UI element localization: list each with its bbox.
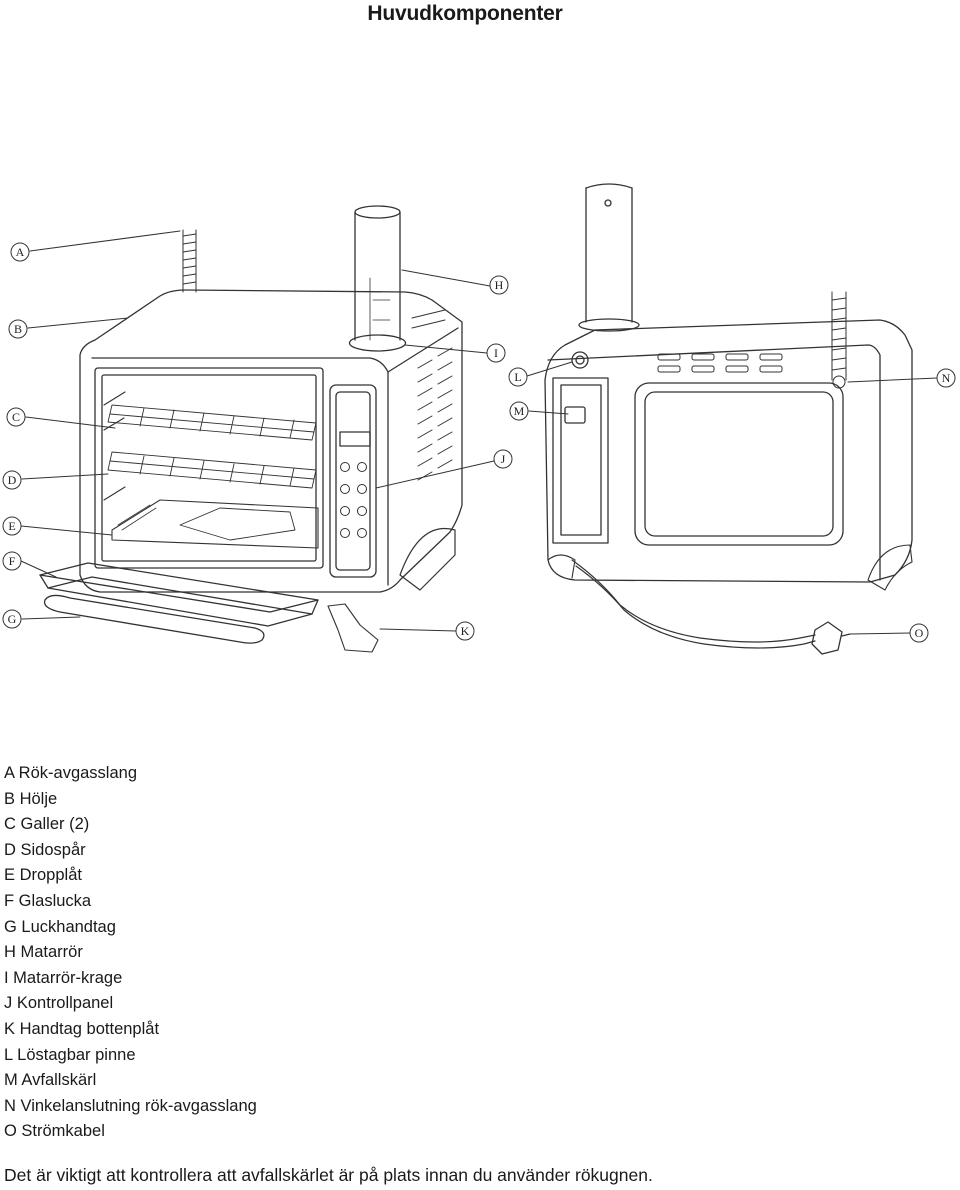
feed-tube-back bbox=[578, 183, 640, 332]
legend-item: F Glaslucka bbox=[4, 891, 92, 910]
legend-item: I Matarrör-krage bbox=[4, 968, 123, 987]
back-housing bbox=[544, 319, 913, 583]
callout-n: N bbox=[847, 368, 956, 388]
svg-text:L: L bbox=[514, 370, 521, 384]
legend-item: M Avfallskärl bbox=[4, 1071, 97, 1090]
power-cable bbox=[571, 559, 851, 655]
exhaust-hose bbox=[182, 229, 197, 293]
legend-item: H Matarrör bbox=[4, 943, 83, 962]
svg-text:K: K bbox=[461, 624, 470, 638]
legend-item: A Rök-avgasslang bbox=[4, 764, 137, 782]
legend-item: N Vinkelanslutning rök-avgasslang bbox=[4, 1096, 257, 1115]
control-panel bbox=[329, 384, 377, 578]
footer-note: Det är viktigt att kontrollera att avfal… bbox=[4, 1165, 653, 1185]
svg-text:M: M bbox=[514, 404, 525, 418]
side-vents bbox=[411, 309, 453, 481]
svg-text:G: G bbox=[8, 612, 17, 626]
waste-bin bbox=[552, 377, 609, 544]
drip-tray bbox=[111, 499, 319, 549]
callout-j: J bbox=[375, 449, 513, 489]
bottom-plate-handle bbox=[327, 603, 379, 653]
callout-c: C bbox=[6, 407, 116, 429]
legend-item: C Galler (2) bbox=[4, 815, 90, 834]
legend-item: K Handtag bottenplåt bbox=[4, 1019, 160, 1038]
smoker-oven-diagram: A B C D E F G H I J K L M N O bbox=[2, 183, 956, 655]
door-handle bbox=[43, 594, 265, 644]
legend-item: E Dropplåt bbox=[4, 866, 82, 885]
callout-g: G bbox=[2, 609, 81, 629]
legend-item: O Strömkabel bbox=[4, 1122, 105, 1141]
callout-l: L bbox=[508, 361, 573, 387]
svg-text:B: B bbox=[14, 322, 22, 336]
callout-b: B bbox=[8, 317, 129, 339]
front-view bbox=[39, 205, 463, 653]
callout-a: A bbox=[10, 230, 181, 262]
svg-text:H: H bbox=[495, 278, 504, 292]
page-title: Huvudkomponenter bbox=[367, 2, 563, 25]
component-legend: A Rök-avgasslang B Hölje C Galler (2) D … bbox=[4, 761, 257, 1145]
svg-text:A: A bbox=[16, 245, 25, 259]
glass-door bbox=[39, 562, 319, 627]
callout-m: M bbox=[509, 401, 569, 421]
callout-h: H bbox=[401, 269, 509, 295]
back-view bbox=[544, 183, 913, 655]
removable-pin bbox=[571, 351, 589, 369]
callout-o: O bbox=[849, 623, 929, 643]
callout-k: K bbox=[379, 621, 475, 641]
feed-tube bbox=[348, 205, 407, 352]
callout-d: D bbox=[2, 470, 109, 490]
legend-item: J Kontrollpanel bbox=[4, 994, 114, 1013]
svg-text:F: F bbox=[9, 554, 16, 568]
svg-text:O: O bbox=[915, 626, 924, 640]
svg-text:C: C bbox=[12, 410, 20, 424]
svg-text:N: N bbox=[942, 371, 951, 385]
legend-item: G Luckhandtag bbox=[4, 917, 116, 936]
callout-f: F bbox=[2, 551, 57, 578]
callout-i: I bbox=[404, 343, 506, 363]
svg-text:D: D bbox=[8, 473, 17, 487]
legend-item: B Hölje bbox=[4, 789, 58, 808]
callout-e: E bbox=[2, 516, 113, 536]
svg-text:J: J bbox=[501, 452, 506, 466]
rack-lower bbox=[107, 451, 317, 489]
svg-text:E: E bbox=[8, 519, 15, 533]
svg-text:I: I bbox=[494, 346, 498, 360]
legend-item: D Sidospår bbox=[4, 840, 86, 859]
legend-item: L Löstagbar pinne bbox=[4, 1045, 136, 1064]
rack-upper bbox=[107, 404, 317, 441]
